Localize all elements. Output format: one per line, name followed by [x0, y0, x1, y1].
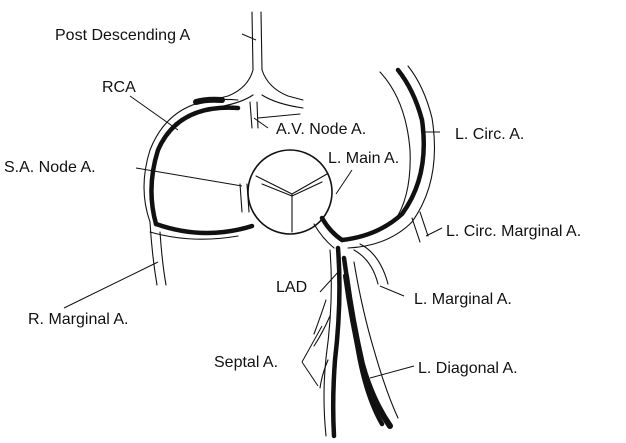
r-marginal-label: R. Marginal A.: [28, 311, 128, 328]
l-marginal-label: L. Marginal A.: [414, 291, 512, 308]
l-circ-label: L. Circ. A.: [455, 126, 524, 143]
rca-artery: [144, 99, 252, 239]
av-node-label: A.V. Node A.: [276, 121, 366, 138]
post-descending-artery: [212, 12, 303, 108]
l-diagonal-label: L. Diagonal A.: [418, 360, 518, 377]
post-descending-label: Post Descending A: [55, 27, 191, 44]
l-circ-marginal-label: L. Circ. Marginal A.: [446, 223, 581, 240]
septal-label: Septal A.: [214, 354, 278, 371]
l-marginal-artery: [354, 244, 388, 284]
lad-label: LAD: [276, 279, 307, 296]
l-main-label: L. Main A.: [328, 150, 399, 167]
aorta-cross-section: [248, 150, 332, 234]
sa-node-label: S.A. Node A.: [4, 159, 96, 176]
rca-label: RCA: [102, 79, 136, 96]
l-circ-marginal-artery: [412, 212, 428, 242]
r-marginal-artery: [150, 222, 166, 285]
lad-artery: [324, 248, 382, 436]
